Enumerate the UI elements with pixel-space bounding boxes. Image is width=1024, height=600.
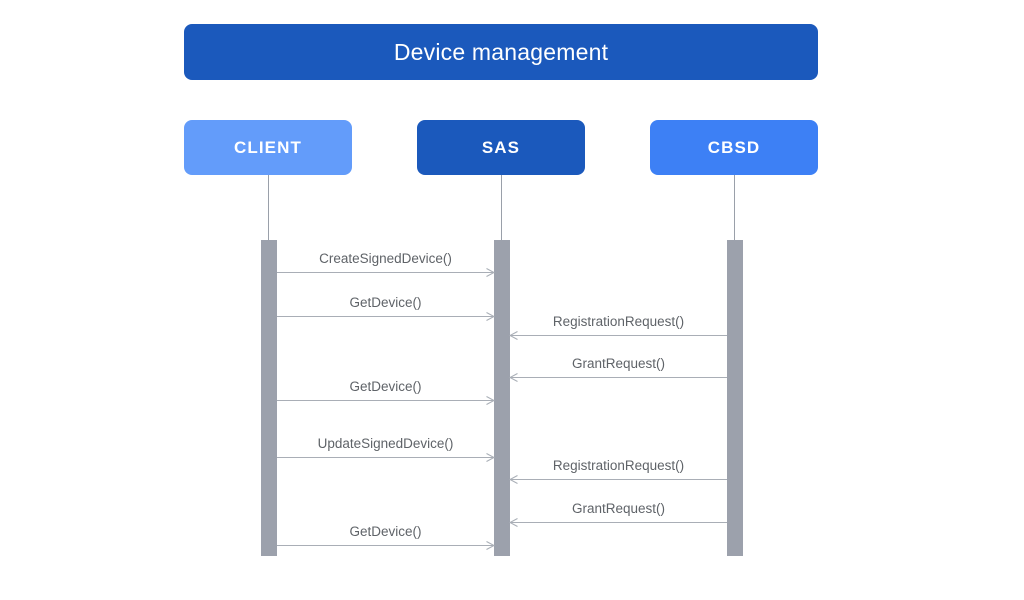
message-label: RegistrationRequest() [552,313,685,329]
diagram-title-bar: Device management [184,24,818,80]
participant-label-cbsd: CBSD [707,138,761,157]
arrowhead-right-icon [486,453,496,462]
arrowhead-left-icon [508,373,518,382]
message-label: GetDevice() [349,523,422,539]
message-line [277,316,494,317]
message-line [277,400,494,401]
arrowhead-left-icon [508,518,518,527]
message-line [510,522,727,523]
activation-bar-sas [494,240,510,556]
activation-bar-cbsd [727,240,743,556]
activation-bar-client [261,240,277,556]
participant-label-sas: SAS [481,138,521,157]
participant-header-client[interactable]: CLIENT [184,120,352,175]
arrowhead-right-icon [486,312,496,321]
message-label: UpdateSignedDevice() [317,435,454,451]
arrowhead-right-icon [486,541,496,550]
arrowhead-left-icon [508,475,518,484]
message-line [277,272,494,273]
message-line [510,335,727,336]
arrowhead-left-icon [508,331,518,340]
participant-header-sas[interactable]: SAS [417,120,585,175]
arrowhead-right-icon [486,396,496,405]
arrowhead-right-icon [486,268,496,277]
message-line [277,545,494,546]
message-label: GrantRequest() [571,355,666,371]
page-title: Device management [393,38,609,65]
message-label: GetDevice() [349,378,422,394]
message-line [277,457,494,458]
message-label: GetDevice() [349,294,422,310]
participant-label-client: CLIENT [234,138,302,157]
message-label: RegistrationRequest() [552,457,685,473]
participant-header-cbsd[interactable]: CBSD [650,120,818,175]
message-label: CreateSignedDevice() [319,250,452,266]
message-line [510,479,727,480]
message-line [510,377,727,378]
message-label: GrantRequest() [571,500,666,516]
